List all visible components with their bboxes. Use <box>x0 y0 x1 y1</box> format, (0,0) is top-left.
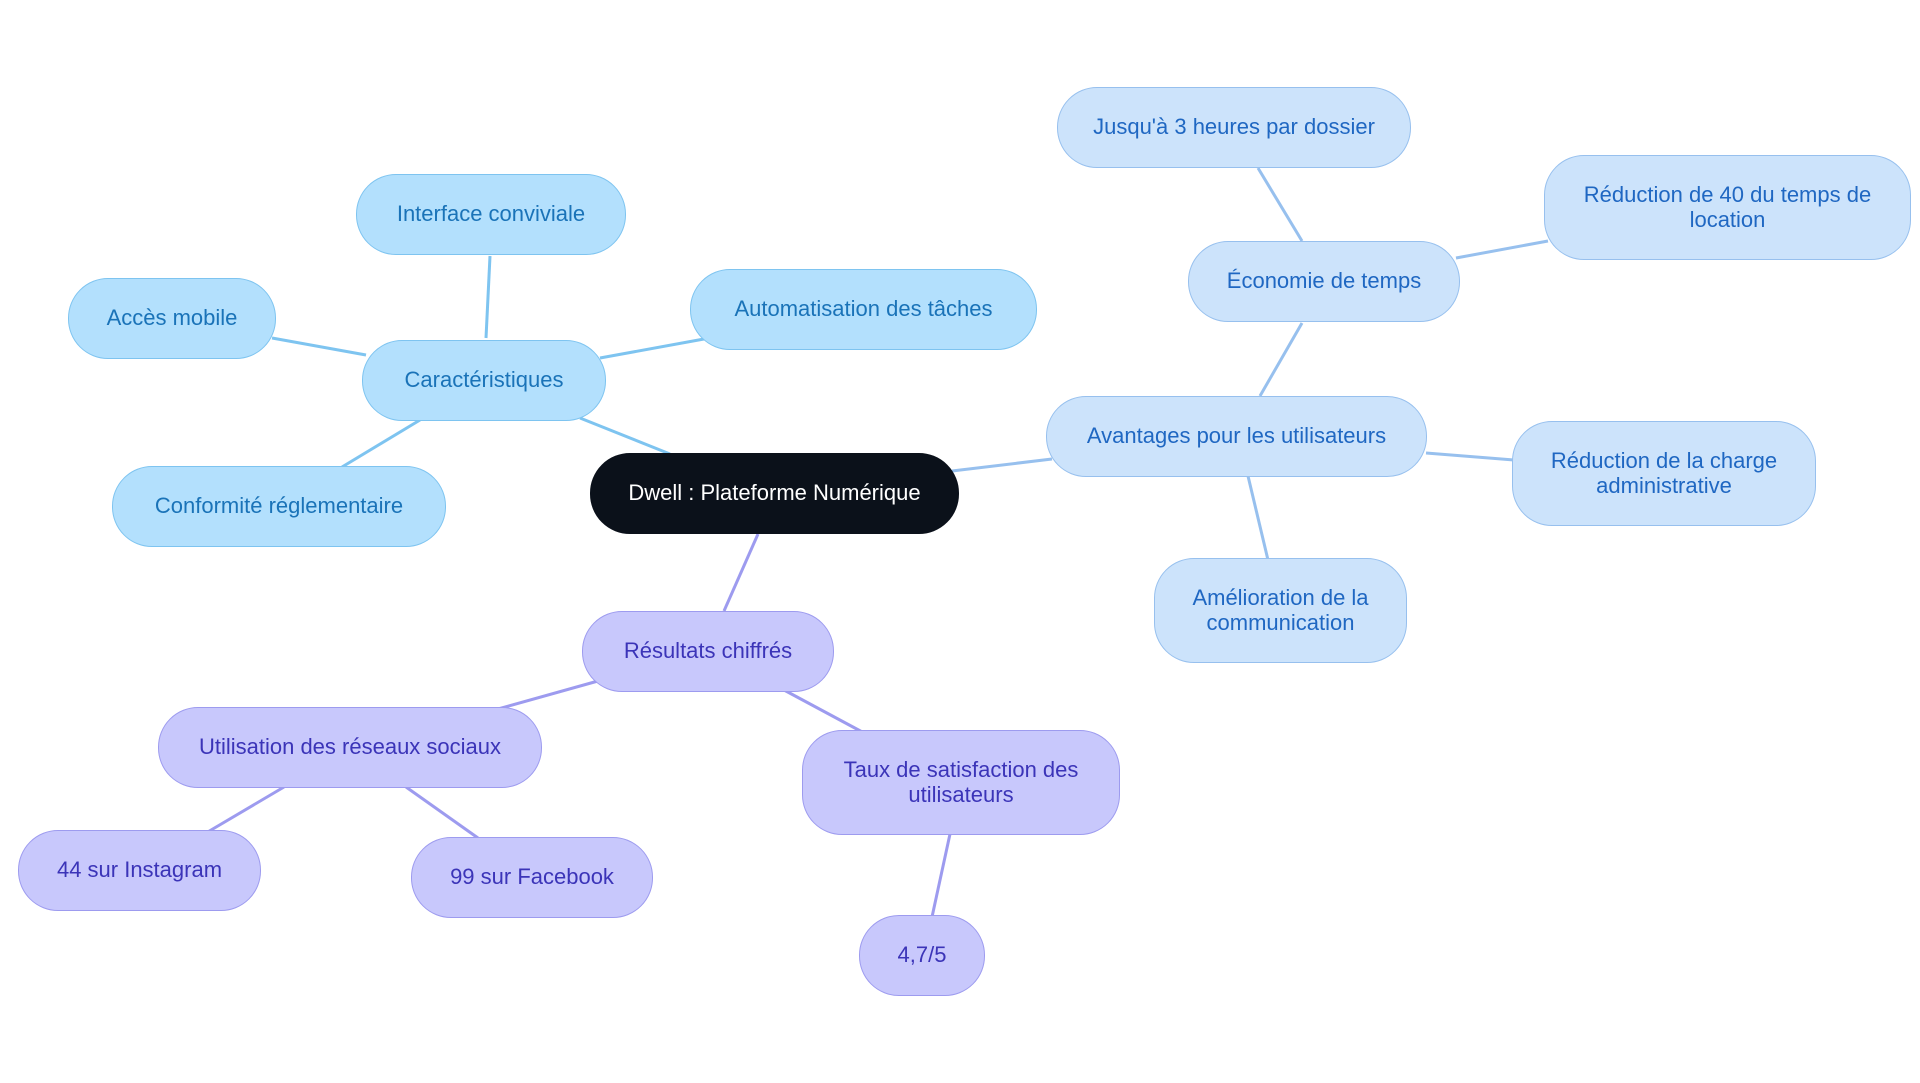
edge-social-facebook <box>405 785 479 840</box>
rental-time-reduction-node[interactable]: Réduction de 40 du temps de location <box>1544 155 1911 260</box>
hours-per-file-node[interactable]: Jusqu'à 3 heures par dossier <box>1057 87 1411 168</box>
edge-center-advantages <box>951 457 1053 473</box>
edge-results-satisfaction <box>783 688 867 736</box>
results-node[interactable]: Résultats chiffrés <box>582 611 834 692</box>
rating-node[interactable]: 4,7/5 <box>859 915 985 996</box>
time-saving-node[interactable]: Économie de temps <box>1188 241 1460 322</box>
edge-time-reduction <box>1455 239 1549 260</box>
communication-node[interactable]: Amélioration de la communication <box>1154 558 1407 663</box>
edge-time-hours <box>1256 167 1304 242</box>
advantages-node[interactable]: Avantages pour les utilisateurs <box>1046 396 1427 477</box>
characteristics-node[interactable]: Caractéristiques <box>362 340 606 421</box>
edge-characteristics-compliance <box>341 418 421 469</box>
interface-node[interactable]: Interface conviviale <box>356 174 626 255</box>
edge-characteristics-interface <box>484 255 492 339</box>
edge-advantages-admin <box>1425 451 1515 462</box>
social-media-node[interactable]: Utilisation des réseaux sociaux <box>158 707 542 788</box>
edge-characteristics-automation <box>599 337 705 360</box>
edge-satisfaction-rating <box>930 833 952 918</box>
mobile-access-node[interactable]: Accès mobile <box>68 278 276 359</box>
edge-center-characteristics <box>579 416 671 456</box>
instagram-node[interactable]: 44 sur Instagram <box>18 830 261 911</box>
edge-characteristics-mobile <box>271 336 367 357</box>
satisfaction-node[interactable]: Taux de satisfaction des utilisateurs <box>802 730 1120 835</box>
central-node[interactable]: Dwell : Plateforme Numérique <box>590 453 959 534</box>
edge-social-instagram <box>205 785 285 835</box>
edge-center-results <box>722 533 760 612</box>
edge-advantages-time <box>1258 322 1304 397</box>
automation-node[interactable]: Automatisation des tâches <box>690 269 1037 350</box>
facebook-node[interactable]: 99 sur Facebook <box>411 837 653 918</box>
edge-results-social <box>497 679 599 711</box>
admin-burden-node[interactable]: Réduction de la charge administrative <box>1512 421 1816 526</box>
edge-advantages-communication <box>1246 475 1270 561</box>
compliance-node[interactable]: Conformité réglementaire <box>112 466 446 547</box>
